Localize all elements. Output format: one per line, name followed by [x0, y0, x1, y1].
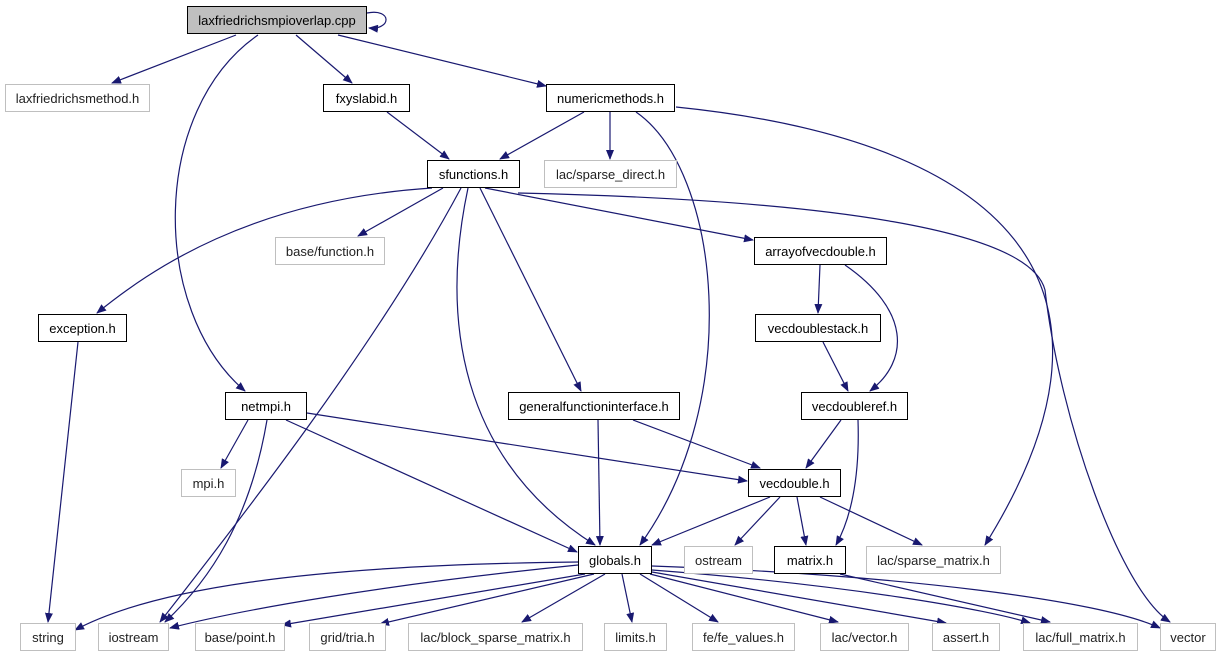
edge-globals-grid-tria: [379, 573, 595, 626]
edge-globals-base-point: [281, 573, 586, 628]
edge-generalfunctioninterface-globals: [595, 419, 604, 546]
node-generalfunctioninterface[interactable]: generalfunctioninterface.h: [508, 392, 680, 420]
node-sparse-matrix: lac/sparse_matrix.h: [866, 546, 1001, 574]
node-iostream: iostream: [98, 623, 169, 651]
edge-globals-vector: [651, 565, 1161, 629]
edge-fxyslabid-sfunctions: [386, 111, 450, 160]
node-laxfriedrichsmethod: laxfriedrichsmethod.h: [5, 84, 150, 112]
node-root-file[interactable]: laxfriedrichsmpioverlap.cpp: [187, 6, 367, 34]
edge-netmpi-iostream: [164, 419, 268, 623]
edge-numericmethods-sparse-matrix: [675, 106, 1054, 546]
edge-globals-full-matrix: [651, 569, 1031, 625]
node-limits: limits.h: [604, 623, 667, 651]
edge-vecdoubleref-vecdouble: [805, 419, 842, 469]
node-base-point: base/point.h: [195, 623, 285, 651]
edge-netmpi-mpi: [220, 419, 249, 469]
edge-sfunctions-iostream: [159, 187, 462, 623]
edge-globals-lac-vector: [649, 573, 839, 624]
edge-netmpi-vecdouble: [306, 412, 748, 484]
edge-sfunctions-vector: [517, 192, 1171, 623]
edge-sfunctions-exception: [96, 187, 433, 314]
node-base-function: base/function.h: [275, 237, 385, 265]
node-vector: vector: [1160, 623, 1216, 651]
edge-matrix-full-matrix: [839, 573, 1051, 624]
edge-exception-string: [44, 341, 79, 623]
node-mpi: mpi.h: [181, 469, 236, 497]
node-assert: assert.h: [932, 623, 1000, 651]
edge-globals-limits: [621, 573, 635, 623]
edge-root-laxfriedrichsmethod: [111, 34, 237, 84]
node-globals[interactable]: globals.h: [578, 546, 652, 574]
node-fxyslabid[interactable]: fxyslabid.h: [323, 84, 410, 112]
edge-globals-block-sparse-matrix: [521, 573, 606, 623]
edge-vecdouble-matrix: [796, 496, 809, 546]
edge-globals-string: [74, 561, 579, 631]
edge-numericmethods-sfunctions: [499, 111, 585, 160]
edge-vecdouble-ostream: [734, 496, 781, 546]
edge-numericmethods-globals: [635, 111, 710, 546]
edge-vecdoubleref-matrix: [835, 419, 859, 546]
edge-vecdouble-sparse-matrix: [819, 496, 923, 546]
edge-vecdoublestack-vecdoubleref: [822, 341, 849, 392]
edge-root-self: [366, 11, 387, 33]
node-exception[interactable]: exception.h: [38, 314, 127, 342]
node-vecdoubleref[interactable]: vecdoubleref.h: [801, 392, 908, 420]
edge-globals-iostream: [169, 564, 579, 630]
edge-vecdouble-globals: [651, 496, 771, 546]
edge-globals-assert: [651, 571, 947, 626]
node-numericmethods[interactable]: numericmethods.h: [546, 84, 675, 112]
edge-sfunctions-globals: [456, 187, 596, 546]
node-fe-values: fe/fe_values.h: [692, 623, 795, 651]
edge-root-netmpi: [174, 34, 259, 392]
edge-generalfunctioninterface-vecdouble: [632, 419, 761, 469]
node-string: string: [20, 623, 76, 651]
edge-netmpi-globals: [285, 419, 578, 553]
node-vecdoublestack[interactable]: vecdoublestack.h: [755, 314, 881, 342]
node-grid-tria: grid/tria.h: [309, 623, 386, 651]
edge-arrayofvecdouble-vecdoubleref: [844, 264, 899, 392]
edge-root-fxyslabid: [295, 34, 353, 84]
node-lac-vector: lac/vector.h: [820, 623, 909, 651]
node-arrayofvecdouble[interactable]: arrayofvecdouble.h: [754, 237, 887, 265]
edge-sfunctions-generalfunctioninterface: [479, 187, 582, 392]
node-sparse-direct: lac/sparse_direct.h: [544, 160, 677, 188]
edge-arrayofvecdouble-vecdoublestack: [814, 264, 823, 314]
edge-sfunctions-arrayofvecdouble: [484, 187, 754, 243]
node-ostream: ostream: [684, 546, 753, 574]
node-block-sparse-matrix: lac/block_sparse_matrix.h: [408, 623, 583, 651]
node-netmpi[interactable]: netmpi.h: [225, 392, 307, 420]
edge-root-numericmethods: [337, 34, 547, 88]
node-full-matrix: lac/full_matrix.h: [1023, 623, 1138, 651]
edge-globals-fe-values: [639, 573, 719, 623]
node-matrix[interactable]: matrix.h: [774, 546, 846, 574]
edge-sfunctions-base-function: [357, 187, 444, 237]
node-sfunctions[interactable]: sfunctions.h: [427, 160, 520, 188]
node-vecdouble[interactable]: vecdouble.h: [748, 469, 841, 497]
